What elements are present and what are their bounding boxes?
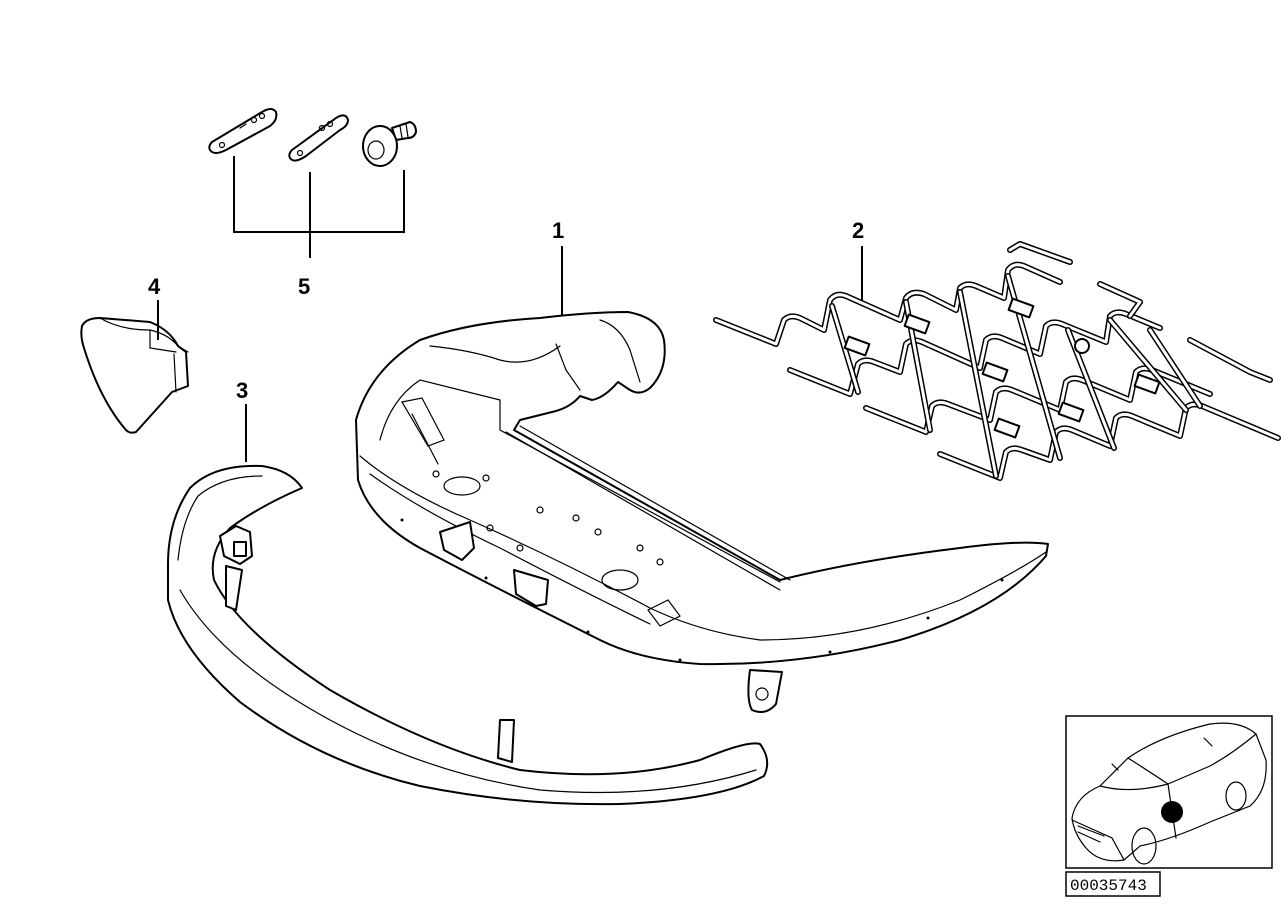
spring-mat-part	[713, 241, 1281, 481]
callout-4: 4	[148, 274, 161, 299]
location-marker-icon	[1161, 801, 1183, 823]
bracket-right	[288, 114, 349, 162]
callout-1: 1	[552, 218, 564, 243]
end-cap-part	[80, 317, 189, 434]
location-inset	[1065, 715, 1273, 869]
screw	[362, 121, 417, 167]
trim-strip-part	[167, 464, 769, 806]
car-silhouette-icon	[1071, 722, 1267, 865]
callout-2: 2	[852, 218, 864, 243]
callout-5: 5	[298, 274, 310, 299]
reference-number: 00035743	[1070, 877, 1147, 895]
reference-box: 00035743	[1065, 871, 1161, 897]
bracket-left	[208, 108, 278, 154]
seat-shell-part	[355, 311, 1049, 713]
leader-5-tree	[233, 156, 405, 258]
callout-3: 3	[236, 378, 248, 403]
